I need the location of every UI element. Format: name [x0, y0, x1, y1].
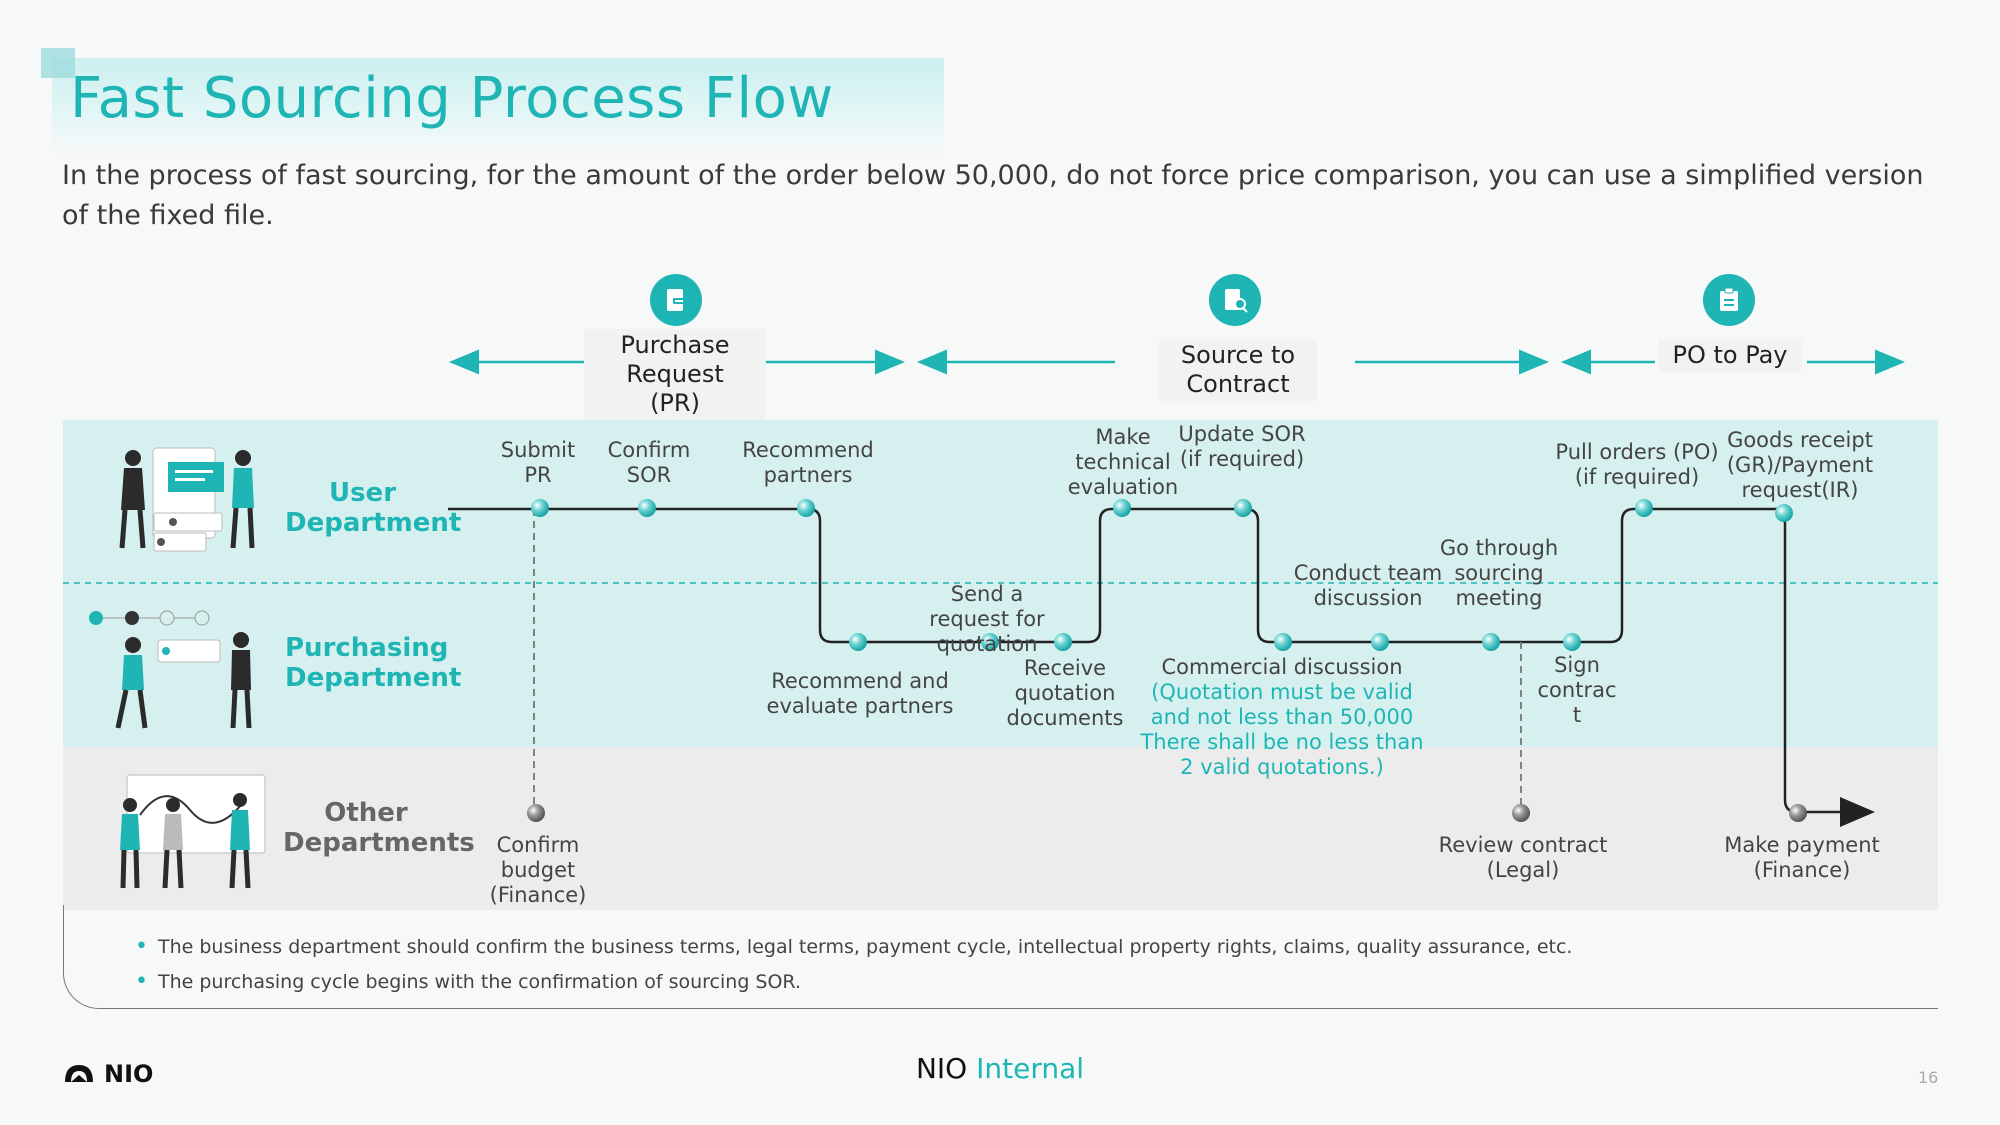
user-department-illustration: [119, 447, 255, 552]
title-highlight: [52, 58, 944, 156]
page-subtitle: In the process of fast sourcing, for the…: [62, 160, 1924, 231]
page-number: 16: [1918, 1068, 1939, 1087]
step-receive-quotation: Receive quotation documents: [1006, 656, 1124, 730]
other-departments-swimlane: [63, 747, 1938, 910]
phase-source-to-contract: Source to Contract: [1159, 339, 1317, 401]
step-confirm-budget: Confirm budget (Finance): [489, 833, 587, 907]
step-conduct-team-discussion: Conduct team discussion: [1293, 561, 1443, 610]
process-path: [448, 507, 1875, 827]
purchasing-department-illustration: [89, 610, 252, 729]
step-goods-receipt: Goods receipt (GR)/Payment request(IR): [1726, 428, 1874, 502]
step-make-technical-evaluation: Make technical evaluation: [1067, 425, 1179, 499]
title-accent-square: [41, 48, 75, 78]
phase-pr: Purchase Request (PR): [584, 329, 766, 420]
step-update-sor: Update SOR (if required): [1178, 422, 1306, 471]
footer-classification: NIO Internal: [915, 1052, 1085, 1085]
dept-other: Other Departments: [283, 798, 475, 858]
nio-logo: NIO: [62, 1060, 153, 1088]
step-send-request: Send a request for quotation: [929, 582, 1045, 656]
nio-logo-icon: [65, 1065, 93, 1082]
note-item: •The purchasing cycle begins with the co…: [135, 969, 801, 994]
step-pull-orders: Pull orders (PO) (if required): [1555, 440, 1719, 489]
note-item: •The business department should confirm …: [135, 934, 1573, 959]
step-review-contract: Review contract (Legal): [1438, 833, 1608, 882]
step-commercial-discussion: Commercial discussion (Quotation must be…: [1132, 655, 1432, 780]
commercial-discussion-title: Commercial discussion: [1161, 655, 1403, 679]
clipboard-icon: [1703, 274, 1755, 326]
phase-po-to-pay: PO to Pay: [1658, 339, 1802, 372]
search-document-icon: [1209, 274, 1261, 326]
document-icon: [650, 274, 702, 326]
dept-purchasing: Purchasing Department: [285, 633, 462, 693]
page-title: Fast Sourcing Process Flow: [70, 66, 834, 131]
notes-frame: [63, 905, 1938, 1009]
commercial-discussion-note: (Quotation must be valid and not less th…: [1140, 680, 1424, 779]
step-recommend-partners: Recommend partners: [742, 438, 874, 487]
step-recommend-evaluate: Recommend and evaluate partners: [766, 669, 954, 718]
step-submit-pr: Submit PR: [500, 438, 576, 487]
step-sourcing-meeting: Go through sourcing meeting: [1439, 536, 1559, 610]
other-departments-illustration: [120, 774, 266, 889]
step-confirm-sor: Confirm SOR: [607, 438, 691, 487]
dept-user: User Department: [285, 478, 462, 538]
process-nodes: [527, 499, 1807, 822]
step-make-payment: Make payment (Finance): [1724, 833, 1880, 882]
step-sign-contract: Sign contrac t: [1537, 653, 1617, 727]
